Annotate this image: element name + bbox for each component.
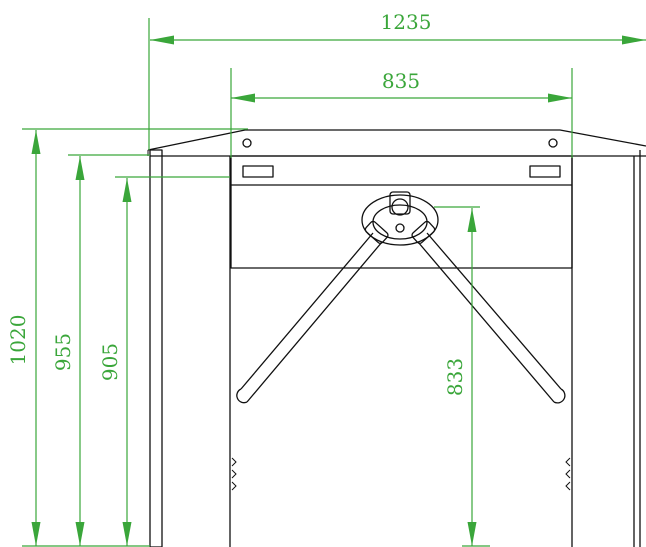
tripod-arm-right bbox=[417, 232, 566, 404]
tripod-arm-left bbox=[236, 232, 383, 404]
dim-label-overall-height: 1020 bbox=[6, 315, 30, 366]
dim-overall-height: 1020 bbox=[6, 130, 41, 546]
indicator-window-left bbox=[242, 165, 274, 178]
left-arm-cap bbox=[236, 388, 248, 404]
right-arm-cap bbox=[553, 388, 566, 404]
top-lid bbox=[147, 129, 646, 151]
hub-outer-ring bbox=[361, 194, 439, 246]
right-arm-tube bbox=[417, 232, 562, 403]
hub-top-arm-mount bbox=[389, 191, 411, 215]
left-vent-marks bbox=[231, 457, 237, 491]
dim-passage-width: 835 bbox=[231, 69, 572, 103]
indicator-window-right bbox=[529, 165, 561, 178]
dim-label-arm-height: 833 bbox=[443, 358, 467, 396]
dim-arm-height: 833 bbox=[443, 208, 477, 546]
left-cabinet bbox=[149, 149, 163, 547]
dimension-lines: 1235 835 1020 955 905 bbox=[6, 10, 646, 547]
dim-label-panel-height: 905 bbox=[98, 343, 122, 381]
dim-panel-height: 905 bbox=[98, 178, 132, 546]
left-arm-tube bbox=[240, 232, 383, 403]
hub-top-arm-end bbox=[391, 198, 409, 216]
hub-inner-ring bbox=[372, 204, 428, 240]
dim-label-cabinet-height: 955 bbox=[51, 333, 75, 371]
front-panel-box bbox=[230, 155, 573, 269]
dim-label-overall-width: 1235 bbox=[381, 10, 432, 34]
lid-screw-right bbox=[548, 138, 558, 148]
dim-label-passage-width: 835 bbox=[382, 69, 420, 93]
right-vent-marks bbox=[565, 457, 571, 491]
lid-screw-left bbox=[242, 138, 252, 148]
hub-right-arm-mount bbox=[411, 220, 436, 244]
hub-left-arm-mount bbox=[364, 220, 389, 244]
hub-center-bolt bbox=[395, 223, 405, 233]
dim-cabinet-height: 955 bbox=[51, 156, 85, 546]
turnstile-body bbox=[147, 129, 646, 547]
tripod-hub bbox=[361, 191, 439, 246]
dim-overall-width: 1235 bbox=[150, 10, 646, 45]
